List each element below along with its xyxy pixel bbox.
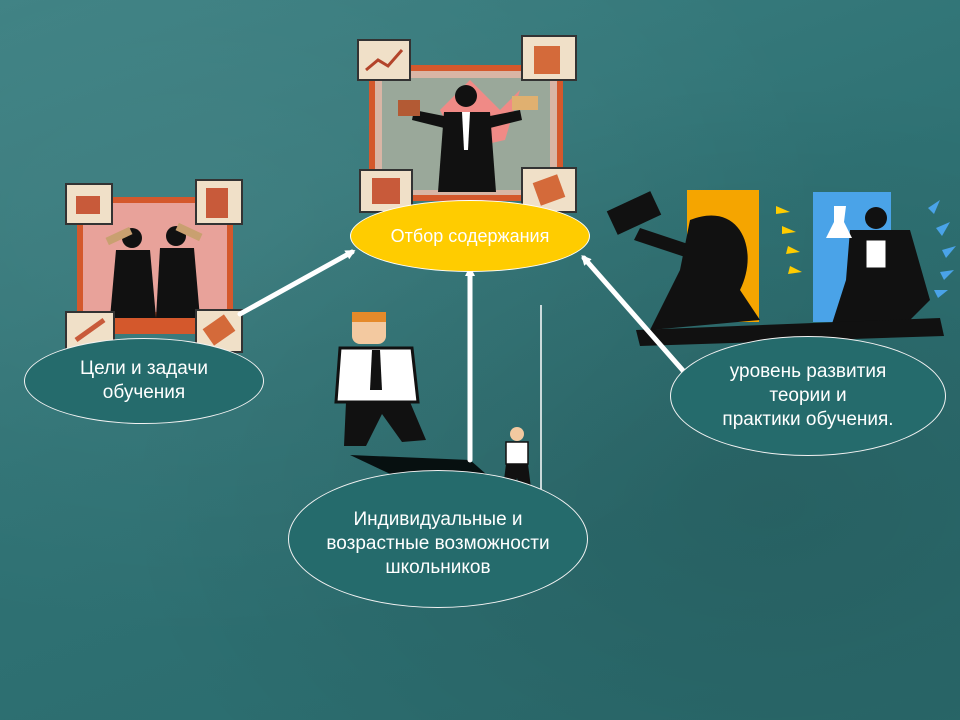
bottom-line-3: школьников: [385, 557, 491, 578]
bottom-line-2: возрастные возможности: [326, 533, 550, 554]
bottom-line-1: Индивидуальные и: [353, 509, 523, 530]
right-line-2: теории и: [769, 385, 847, 406]
center-label: Отбор содержания: [390, 225, 550, 246]
left-line-2: обучения: [102, 382, 186, 403]
businessman-presenting-clipart: [357, 35, 577, 213]
arrows: [237, 249, 689, 463]
left-oval: Цели и задачи обучения: [24, 338, 264, 424]
arrow-right-to-center: [581, 254, 689, 377]
bottom-oval: Индивидуальные и возрастные возможности …: [288, 470, 588, 608]
right-line-1: уровень развития: [729, 361, 887, 382]
left-line-1: Цели и задачи: [80, 358, 208, 379]
right-line-3: практики обучения.: [722, 409, 894, 430]
gavel-and-scientist-clipart: [606, 190, 956, 346]
center-oval: Отбор содержания: [350, 200, 590, 272]
binoculars-businessmen-clipart: [65, 179, 243, 353]
boss-and-small-employee-clipart: [334, 312, 532, 496]
right-oval: уровень развития теории и практики обуче…: [670, 336, 946, 456]
arrow-left-to-center: [237, 249, 356, 317]
